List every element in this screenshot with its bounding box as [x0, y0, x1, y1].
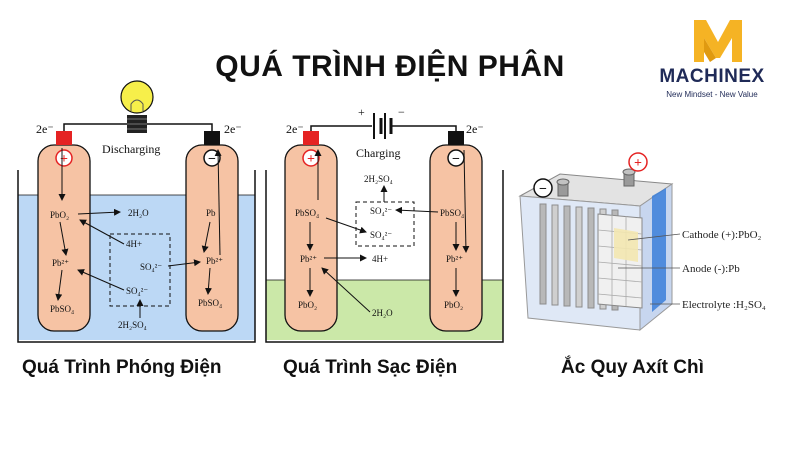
charge-caption: Quá Trình Sạc Điện: [283, 357, 458, 378]
charge-battery-plus: +: [358, 105, 365, 119]
discharge-right-pb2: Pb²⁺: [206, 256, 223, 266]
discharge-caption: Quá Trình Phóng Điện: [22, 357, 222, 378]
battery-anode-label: Anode (-):Pb: [682, 263, 740, 275]
charge-battery-minus: −: [398, 105, 405, 119]
charge-right-pbo2: PbO₂: [444, 300, 463, 310]
discharge-plus-icon: +: [55, 149, 73, 167]
discharge-container: [17, 170, 256, 343]
charge-negative-terminal: [448, 131, 464, 145]
charge-container: [265, 170, 504, 343]
discharge-left-pbso4: PbSO₄: [50, 304, 74, 314]
battery-source-icon: [373, 113, 393, 139]
charge-minus-icon: −: [447, 149, 465, 167]
battery-positive-post: [622, 168, 636, 187]
brand-slogan: New Mindset - New Value: [666, 90, 758, 99]
page-title: QUÁ TRÌNH ĐIỆN PHÂN: [215, 50, 565, 83]
discharge-label: Discharging: [102, 142, 160, 156]
battery-cathode-label: Cathode (+):PbO₂: [682, 229, 762, 241]
light-bulb-icon: [120, 80, 154, 133]
discharge-left-pb2: Pb²⁺: [52, 258, 69, 268]
charge-cell: + − Charging 2e⁻ 2e⁻ + − PbSO₄ Pb²⁺ PbO₂…: [265, 105, 504, 343]
discharge-negative-terminal: [204, 131, 220, 145]
logo-m-mark: [694, 20, 742, 62]
discharge-right-pb: Pb: [206, 208, 216, 218]
charge-label: Charging: [356, 146, 400, 160]
battery-electrolyte-label: Electrolyte :H₂SO₄: [682, 299, 766, 311]
charge-h2o: 2H₂O: [372, 308, 393, 318]
discharge-cell: Discharging 2e⁻ 2e⁻ + − PbO₂ Pb²⁺ PbSO₄ …: [17, 80, 256, 343]
charge-so4a: SO₄²⁻: [370, 206, 392, 216]
discharge-electron-right: 2e⁻: [224, 122, 242, 136]
discharge-h2so4: 2H₂SO₄: [118, 320, 147, 330]
charge-left-pbo2: PbO₂: [298, 300, 317, 310]
svg-text:+: +: [60, 152, 68, 167]
lead-acid-battery: − + Cathode (+):PbO₂ Anode (-):Pb Electr…: [518, 152, 766, 332]
discharge-electron-left: 2e⁻: [36, 122, 54, 136]
discharge-h2o: 2H₂O: [128, 208, 149, 218]
charge-so4b: SO₄²⁻: [370, 230, 392, 240]
charge-left-pb2: Pb²⁺: [300, 254, 317, 264]
svg-text:−: −: [208, 152, 216, 167]
charge-electron-left: 2e⁻: [286, 122, 304, 136]
machinex-logo: [694, 20, 742, 62]
svg-text:+: +: [307, 152, 315, 167]
discharge-h: 4H+: [126, 239, 142, 249]
discharge-left-pbo2: PbO₂: [50, 210, 69, 220]
charge-right-pbso4: PbSO₄: [440, 208, 464, 218]
svg-text:+: +: [634, 156, 642, 171]
battery-minus-icon: −: [533, 178, 553, 198]
battery-plus-icon: +: [628, 152, 648, 172]
charge-h: 4H+: [372, 254, 388, 264]
svg-text:−: −: [452, 152, 460, 167]
discharge-so4b: SO₄²⁻: [126, 286, 148, 296]
battery-negative-post: [556, 178, 570, 197]
charge-plus-icon: +: [302, 149, 320, 167]
discharge-right-pbso4: PbSO₄: [198, 298, 222, 308]
brand-name: MACHINEX: [659, 66, 765, 87]
charge-right-pb2: Pb²⁺: [446, 254, 463, 264]
charge-wire: [310, 125, 372, 139]
discharge-positive-terminal: [56, 131, 72, 145]
svg-text:−: −: [539, 182, 547, 197]
discharge-so4a: SO₄²⁻: [140, 262, 162, 272]
charge-solution-box: [355, 201, 415, 247]
charge-positive-terminal: [303, 131, 319, 145]
battery-caption: Ắc Quy Axít Chì: [561, 357, 704, 378]
charge-h2so4: 2H₂SO₄: [364, 174, 393, 184]
charge-electron-right: 2e⁻: [466, 122, 484, 136]
charge-left-pbso4: PbSO₄: [295, 208, 319, 218]
